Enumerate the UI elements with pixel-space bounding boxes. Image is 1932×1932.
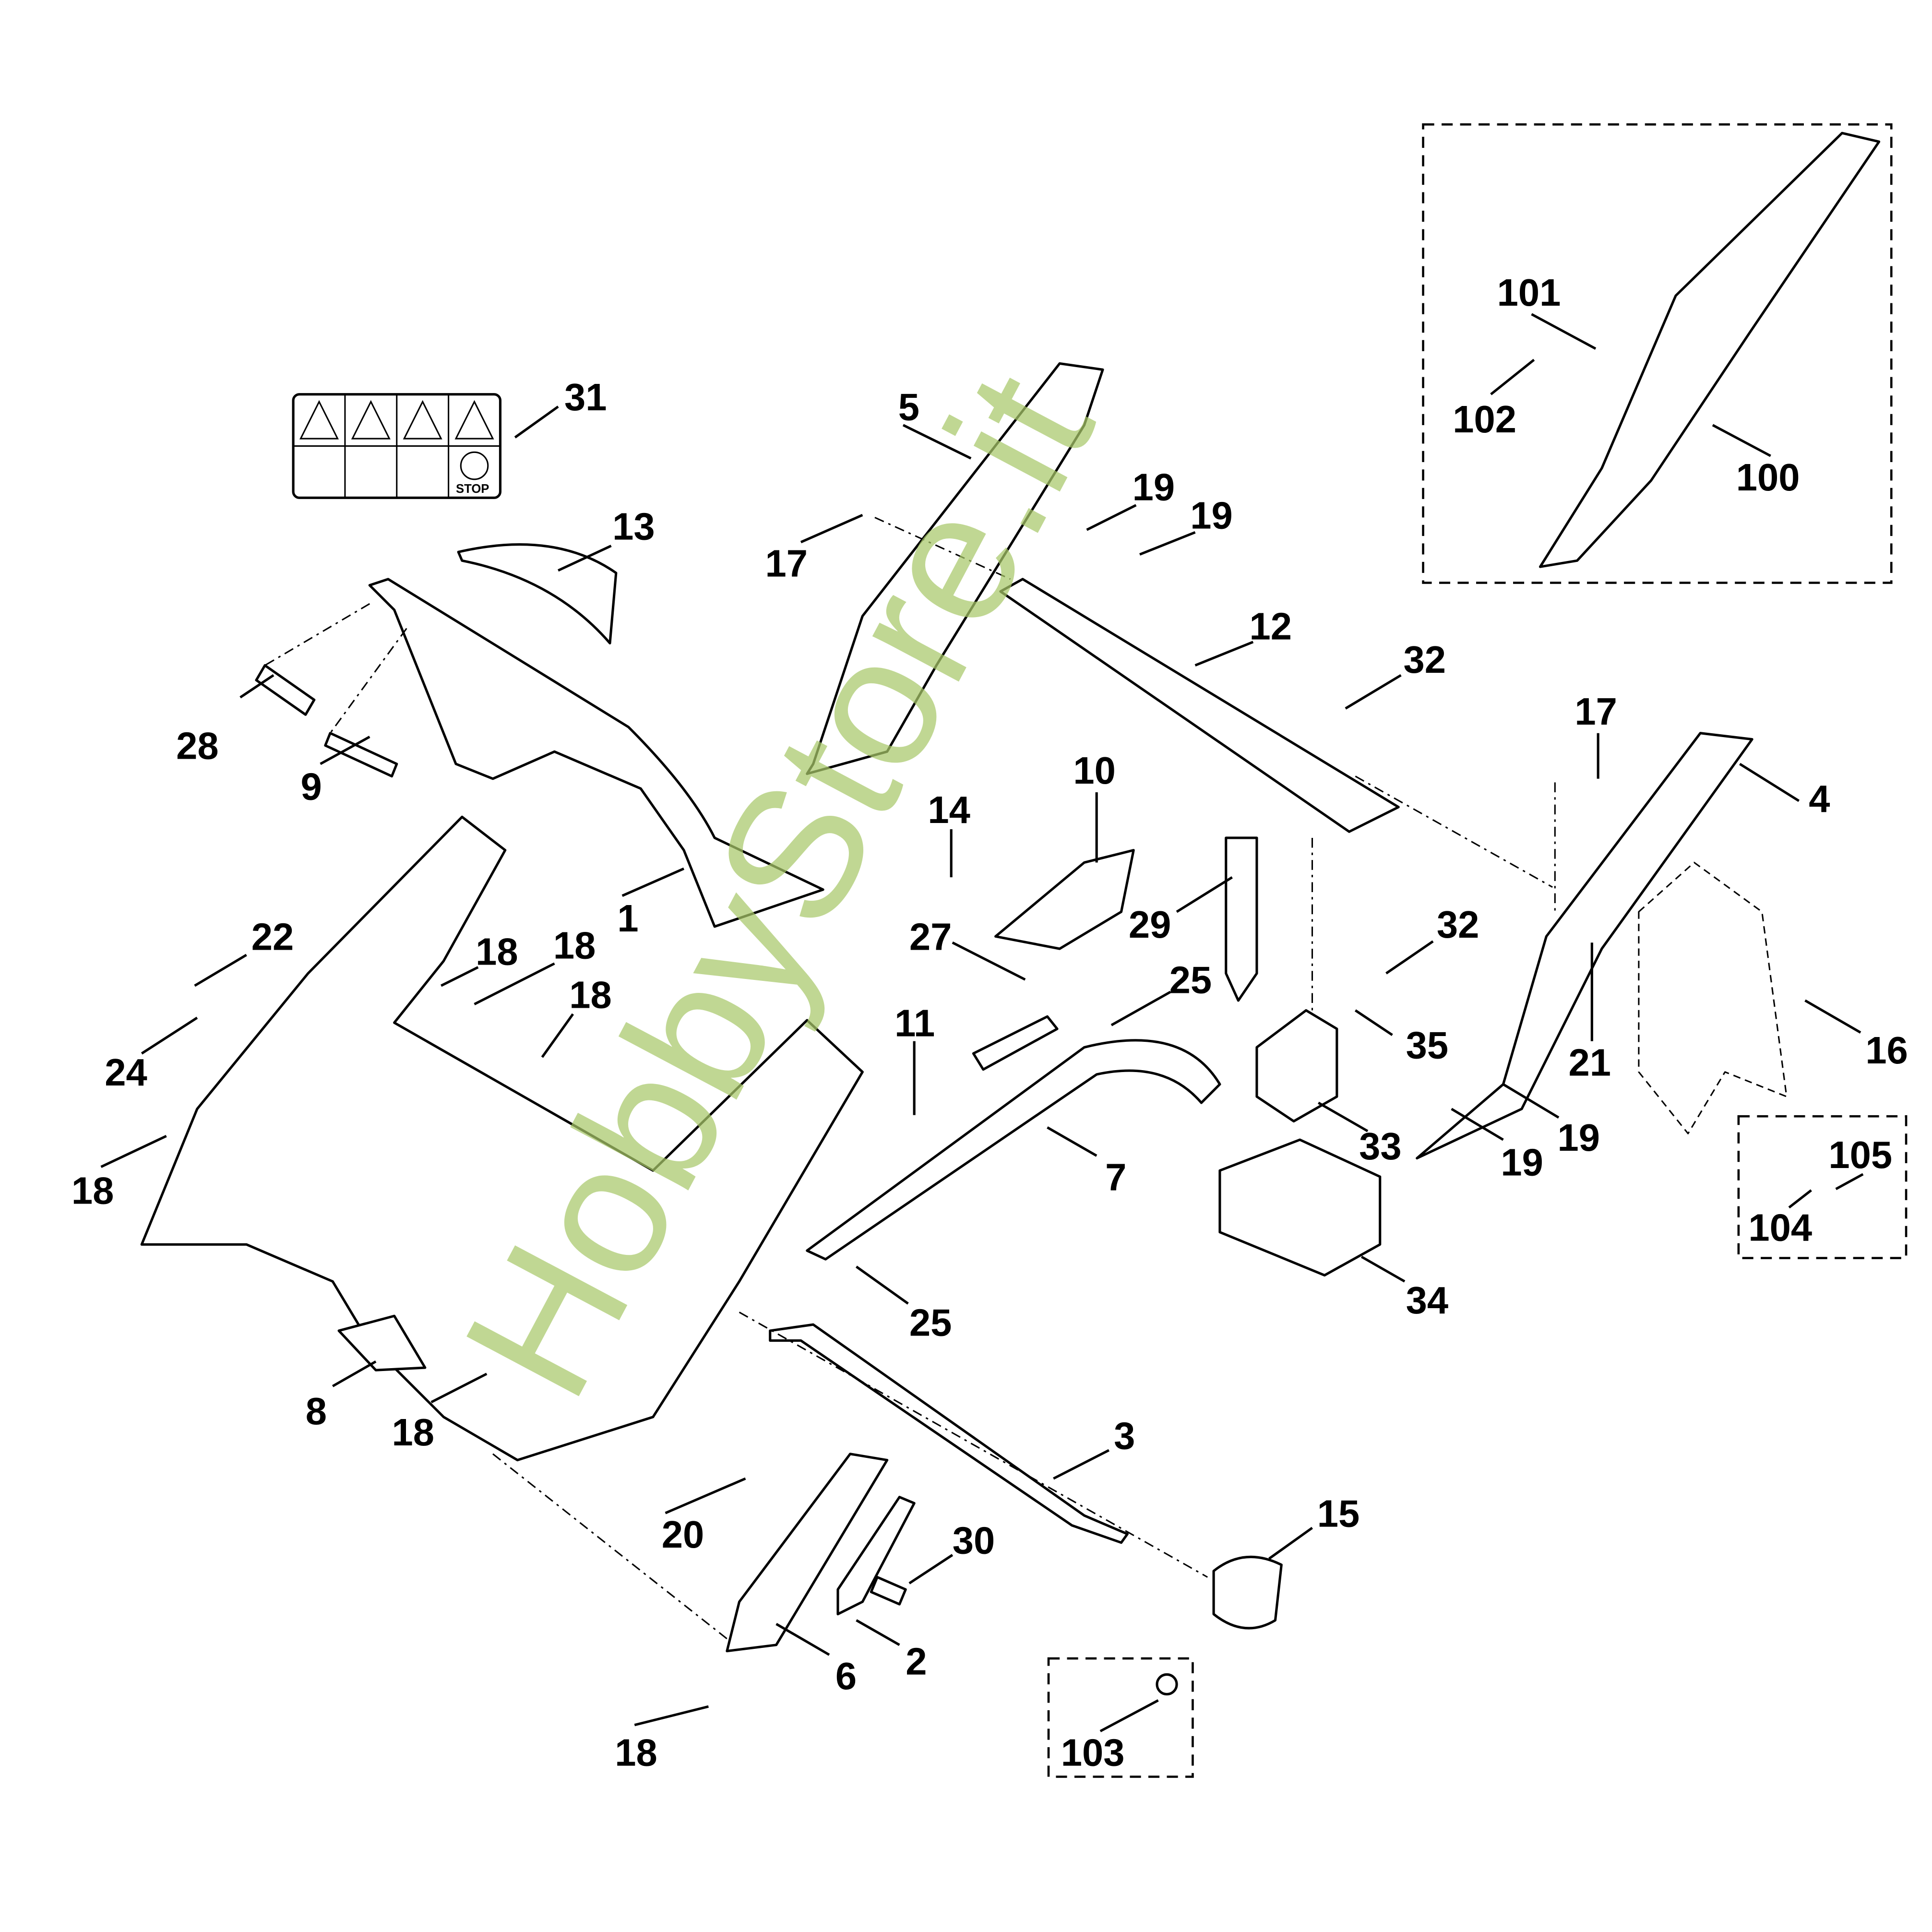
watermark: HobbyStore.it <box>424 342 1133 1429</box>
part-6-handle <box>726 1453 889 1653</box>
callout: 25 <box>1169 958 1212 1001</box>
part-33-bracket <box>1255 1009 1338 1123</box>
callout: 18 <box>553 924 596 967</box>
sticker-stop-text: STOP <box>456 482 489 496</box>
callout: 13 <box>612 505 655 548</box>
callout: 27 <box>909 916 952 958</box>
callout: 30 <box>953 1519 995 1562</box>
part-3-rod <box>769 1323 1129 1544</box>
callout: 11 <box>894 1002 935 1044</box>
part-34-battery <box>1218 1138 1382 1277</box>
leader-lines <box>100 313 1864 1732</box>
callout: 3 <box>1114 1415 1135 1457</box>
callout: 21 <box>1569 1041 1611 1084</box>
option-box-104-105 <box>1737 1115 1908 1259</box>
callout: 28 <box>176 725 219 767</box>
warning-icon <box>351 400 391 440</box>
callout: 10 <box>1073 749 1116 792</box>
callout: 18 <box>72 1169 114 1212</box>
callout: 18 <box>392 1411 434 1454</box>
callout: 105 <box>1828 1133 1892 1176</box>
part-28-spring <box>255 664 316 716</box>
part-5-panel <box>806 362 1104 775</box>
callout: 34 <box>1406 1279 1449 1322</box>
callout: 15 <box>1317 1492 1360 1535</box>
warning-icon <box>299 400 339 440</box>
stop-icon <box>460 451 489 480</box>
callout: 2 <box>906 1640 927 1682</box>
part-15-knob <box>1212 1555 1283 1630</box>
callout: 25 <box>909 1301 952 1344</box>
callout: 102 <box>1453 398 1516 441</box>
callout: 29 <box>1129 903 1171 946</box>
part-9-pin <box>324 732 398 778</box>
callout: 4 <box>1809 777 1830 820</box>
callout: 101 <box>1497 271 1561 314</box>
callout: 32 <box>1437 903 1479 946</box>
callout: 12 <box>1250 605 1292 648</box>
callout: 18 <box>569 973 612 1016</box>
callout: 35 <box>1406 1024 1449 1067</box>
part-8-shield <box>337 1314 427 1371</box>
part-7-lever <box>806 1039 1221 1261</box>
callout: 103 <box>1061 1731 1125 1774</box>
option-box-103 <box>1047 1657 1194 1778</box>
callout: 6 <box>835 1655 857 1697</box>
callout: 17 <box>1574 690 1617 733</box>
callout: 8 <box>306 1390 327 1432</box>
part-16-housing <box>1638 861 1788 1134</box>
callout: 7 <box>1105 1156 1126 1198</box>
warning-icon <box>403 400 442 440</box>
callout: 19 <box>1190 494 1233 537</box>
callout: 19 <box>1557 1116 1600 1159</box>
callout: 22 <box>251 916 294 958</box>
callout: 19 <box>1501 1141 1543 1183</box>
callout: 31 <box>564 376 607 418</box>
part-13-cap <box>457 543 618 644</box>
warning-icon <box>454 400 494 440</box>
callout: 33 <box>1359 1125 1402 1168</box>
callout: 19 <box>1133 465 1175 508</box>
part-4-panel <box>1416 732 1753 1160</box>
callout: 9 <box>300 765 322 808</box>
callout: 18 <box>615 1731 657 1774</box>
callout: 17 <box>765 542 808 585</box>
alignment-lines <box>264 516 1556 1640</box>
callout: 24 <box>105 1051 147 1094</box>
callout: 14 <box>928 788 970 831</box>
callout: 100 <box>1736 456 1800 499</box>
callout: 32 <box>1403 638 1446 681</box>
callout-labels: 31 13 28 9 1 5 17 19 19 12 32 17 4 14 10… <box>72 271 1908 1774</box>
part-2-bracket <box>836 1496 916 1616</box>
callout: 5 <box>898 386 919 429</box>
callout: 16 <box>1865 1029 1908 1072</box>
part-100-panel <box>1538 131 1881 568</box>
part-10-latch <box>994 849 1135 950</box>
part-12-rail <box>999 578 1400 833</box>
part-29-spring <box>1225 836 1258 1002</box>
callout: 104 <box>1748 1206 1812 1249</box>
safety-sticker: STOP <box>292 393 502 499</box>
callout: 20 <box>662 1513 704 1556</box>
part-103-washer <box>1156 1673 1178 1696</box>
callout: 18 <box>476 930 518 973</box>
part-1-cover <box>368 578 824 928</box>
callout: 1 <box>617 897 638 940</box>
part-11-indicator <box>972 1015 1059 1071</box>
part-30-pin <box>870 1575 907 1606</box>
